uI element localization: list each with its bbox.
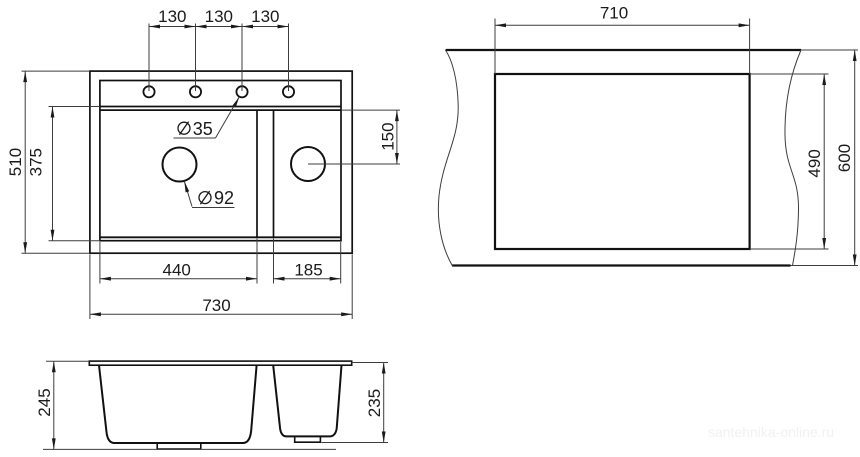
svg-text:150: 150 <box>379 122 398 150</box>
svg-text:375: 375 <box>27 148 46 176</box>
svg-text:245: 245 <box>35 388 54 416</box>
svg-text:710: 710 <box>600 4 628 23</box>
svg-text:600: 600 <box>835 144 854 172</box>
svg-text:440: 440 <box>163 261 191 280</box>
svg-text:92: 92 <box>214 188 234 208</box>
svg-text:185: 185 <box>294 261 322 280</box>
svg-text:santehnika-online.ru: santehnika-online.ru <box>708 424 834 440</box>
svg-text:490: 490 <box>805 149 824 177</box>
svg-text:730: 730 <box>202 296 230 315</box>
svg-text:35: 35 <box>193 119 213 139</box>
svg-text:235: 235 <box>365 389 384 417</box>
svg-text:130: 130 <box>158 7 186 26</box>
svg-text:130: 130 <box>205 7 233 26</box>
svg-text:130: 130 <box>251 7 279 26</box>
svg-text:510: 510 <box>6 148 25 176</box>
